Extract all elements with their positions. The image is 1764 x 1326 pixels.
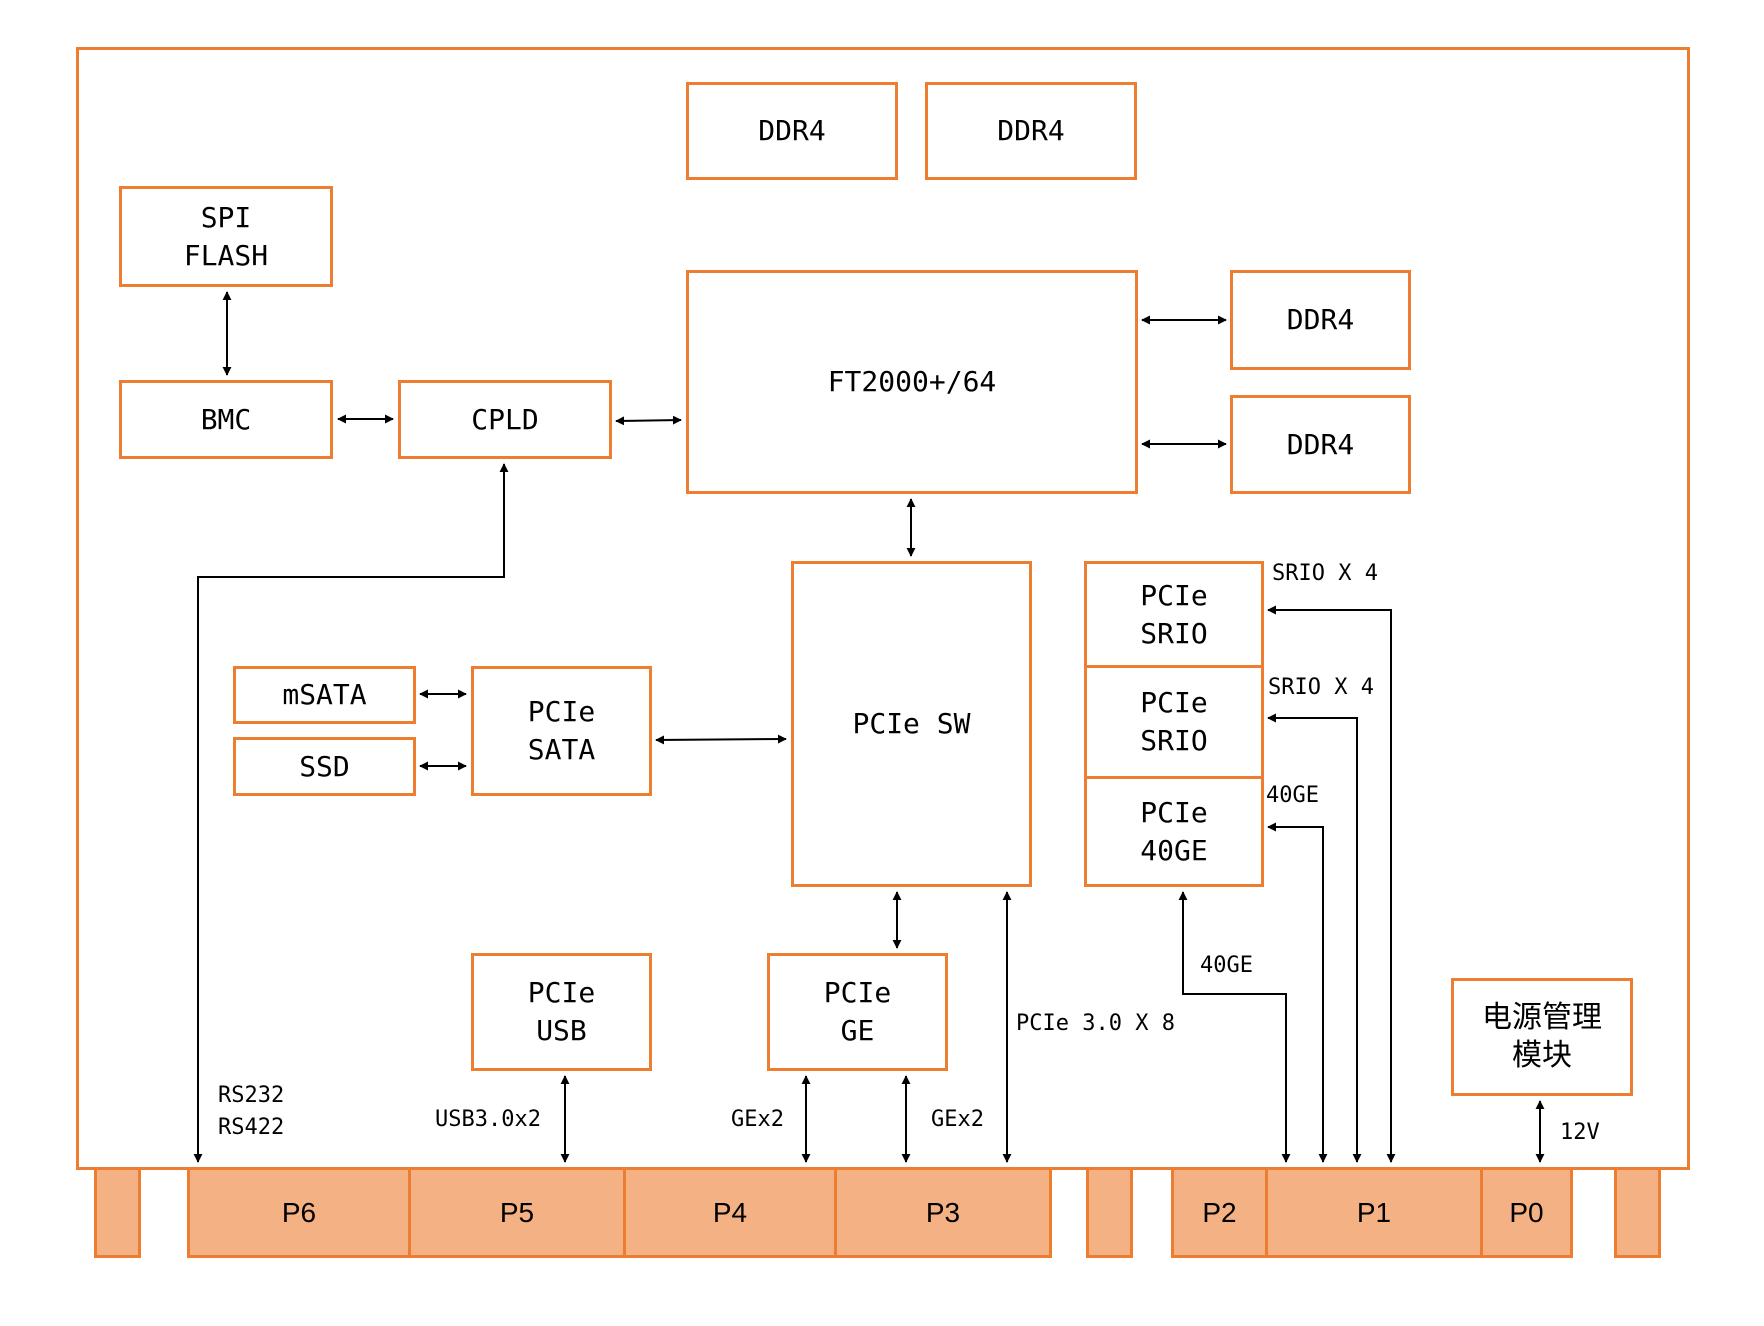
pcie-srio-block-1: PCIe SRIO bbox=[1084, 561, 1264, 668]
srio-x4-label-mid: SRIO X 4 bbox=[1268, 675, 1374, 700]
ddr4-right-upper-block: DDR4 bbox=[1230, 270, 1411, 370]
12v-label: 12V bbox=[1560, 1120, 1600, 1145]
ddr4-right-lower-block: DDR4 bbox=[1230, 395, 1411, 494]
connector-p6: P6 bbox=[187, 1167, 411, 1258]
power-management-block: 电源管理 模块 bbox=[1451, 978, 1633, 1096]
pcie-srio-block-2: PCIe SRIO bbox=[1084, 665, 1264, 779]
usb3-x2-label: USB3.0x2 bbox=[435, 1107, 541, 1132]
rs232-rs422-label: RS232 RS422 bbox=[218, 1083, 285, 1140]
connector-tab-right bbox=[1614, 1167, 1661, 1258]
pcie-40ge-block: PCIe 40GE bbox=[1084, 776, 1264, 887]
connector-p3: P3 bbox=[834, 1167, 1052, 1258]
connector-p0: P0 bbox=[1480, 1167, 1573, 1258]
ddr4-top-left-block: DDR4 bbox=[686, 82, 898, 180]
connector-tab-left bbox=[94, 1167, 141, 1258]
pcie-usb-block: PCIe USB bbox=[471, 953, 652, 1071]
connector-p4: P4 bbox=[623, 1167, 837, 1258]
srio-x4-label-top: SRIO X 4 bbox=[1272, 561, 1378, 586]
ddr4-top-right-block: DDR4 bbox=[925, 82, 1137, 180]
cpu-block: FT2000+/64 bbox=[686, 270, 1138, 494]
msata-block: mSATA bbox=[233, 666, 416, 724]
bmc-block: BMC bbox=[119, 380, 333, 459]
pcie-ge-block: PCIe GE bbox=[767, 953, 948, 1071]
ssd-block: SSD bbox=[233, 737, 416, 796]
connector-p2: P2 bbox=[1171, 1167, 1268, 1258]
connector-tab-mid bbox=[1086, 1167, 1133, 1258]
gex2-label-left: GEx2 bbox=[731, 1107, 784, 1132]
40ge-label-left: 40GE bbox=[1200, 953, 1253, 978]
40ge-label-right: 40GE bbox=[1266, 783, 1319, 808]
gex2-label-right: GEx2 bbox=[931, 1107, 984, 1132]
spi-flash-block: SPI FLASH bbox=[119, 186, 333, 287]
connector-p5: P5 bbox=[408, 1167, 626, 1258]
pcie-x8-label: PCIe 3.0 X 8 bbox=[1016, 1011, 1175, 1036]
pcie-sw-block: PCIe SW bbox=[791, 561, 1032, 887]
pcie-sata-block: PCIe SATA bbox=[471, 666, 652, 796]
connector-p1: P1 bbox=[1265, 1167, 1483, 1258]
cpld-block: CPLD bbox=[398, 380, 612, 459]
